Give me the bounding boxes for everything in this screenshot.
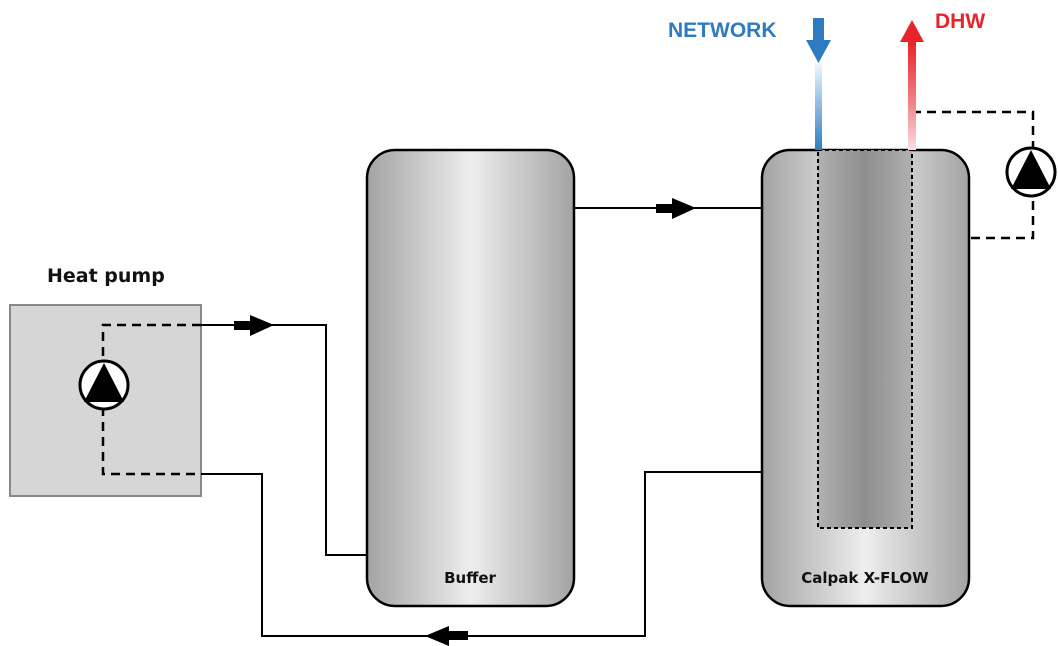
calpak-heat-exchanger	[817, 149, 913, 529]
pump-icon	[78, 359, 130, 411]
supply-pipe-to-buffer	[201, 324, 367, 556]
buffer-tank	[365, 148, 576, 608]
calpak-label: Calpak X-FLOW	[801, 569, 929, 587]
dhw-label: DHW	[935, 10, 985, 33]
network-label: NETWORK	[668, 19, 777, 42]
buffer-label: Buffer	[444, 569, 496, 587]
pump-icon	[1005, 146, 1057, 198]
dhw-outlet-pipe	[908, 42, 916, 150]
flow-arrow-icon	[234, 315, 274, 336]
network-arrow-icon	[806, 18, 831, 63]
network-inlet-pipe	[815, 58, 822, 150]
flow-arrow-icon	[656, 198, 696, 219]
dhw-arrow-icon	[900, 20, 924, 42]
flow-arrow-icon	[425, 626, 468, 646]
heat-pump-label: Heat pump	[47, 265, 165, 287]
